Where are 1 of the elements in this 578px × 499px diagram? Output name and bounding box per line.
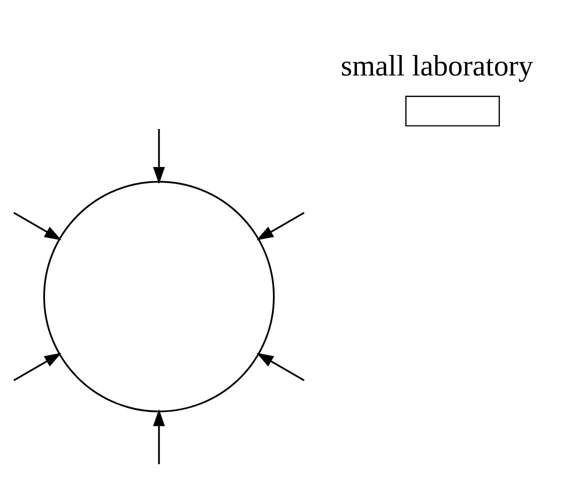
node-label: small laboratory — [340, 50, 534, 82]
